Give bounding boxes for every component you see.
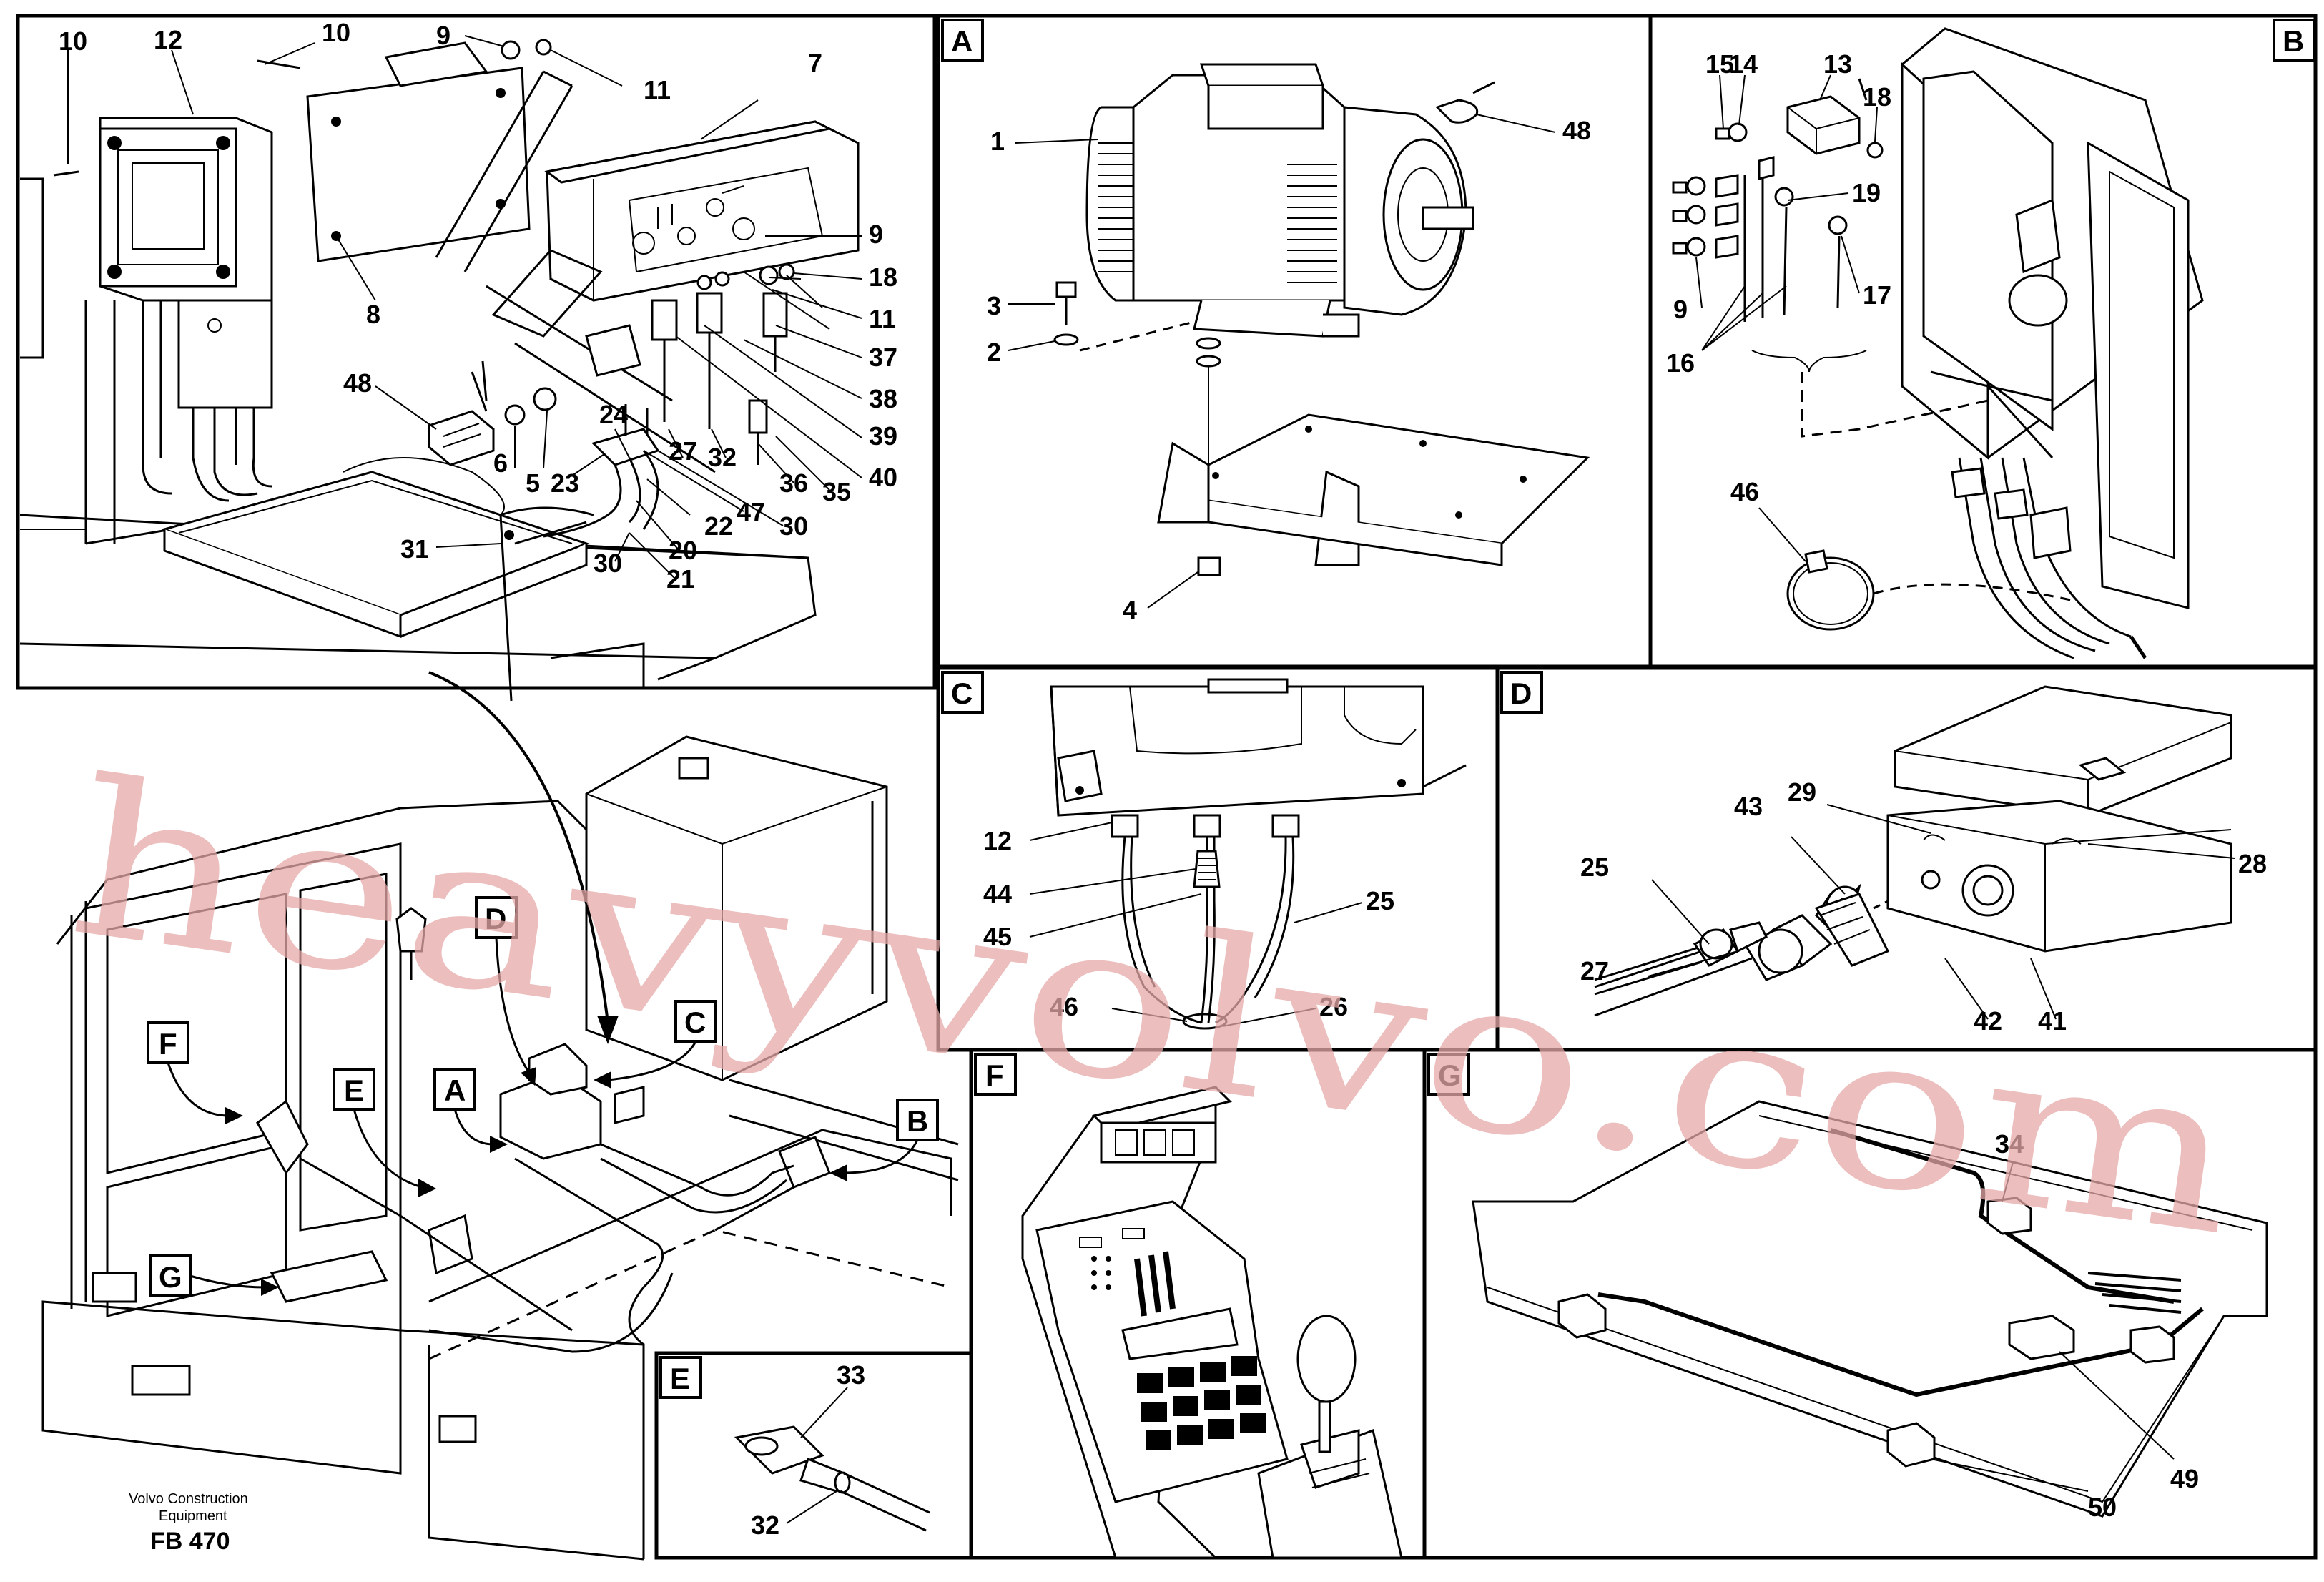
callout-13: 13 — [1823, 49, 1852, 79]
callout-28: 28 — [2238, 849, 2267, 878]
callout-1: 1 — [990, 127, 1005, 156]
callout-39: 39 — [869, 421, 897, 451]
callout-9a: 9 — [436, 21, 450, 50]
overview-label-b: B — [907, 1104, 928, 1138]
callout-30a: 30 — [779, 511, 808, 541]
callout-25-d: 25 — [1580, 853, 1609, 882]
callout-18-b: 18 — [1863, 82, 1891, 112]
panel-d-junction-box: D 43 29 25 28 27 — [1500, 671, 2267, 1036]
overview-label-a: A — [444, 1074, 466, 1107]
callout-27-main: 27 — [669, 436, 697, 466]
callout-18-main: 18 — [869, 262, 897, 292]
panel-c-cable-glands: C 12 44 25 45 46 — [941, 671, 1467, 1030]
callout-24: 24 — [599, 400, 628, 429]
callout-10b: 10 — [322, 18, 350, 47]
figure-code: FB 470 — [150, 1528, 230, 1555]
callout-46-c: 46 — [1050, 992, 1078, 1021]
main-exploded-view — [19, 39, 860, 702]
callout-9-b: 9 — [1673, 295, 1688, 324]
callout-32-e: 32 — [751, 1510, 779, 1540]
callout-32-main: 32 — [708, 443, 737, 472]
callout-26: 26 — [1319, 992, 1348, 1021]
cabin-overview: F E A D C B G Volvo Construction Equipme… — [41, 671, 959, 1561]
callout-16: 16 — [1666, 348, 1695, 378]
callout-33: 33 — [837, 1360, 865, 1390]
maker-line-2: Equipment — [159, 1508, 227, 1524]
callout-2: 2 — [987, 338, 1001, 367]
panel-f-control-console: F — [974, 1053, 1403, 1559]
maker-line-1: Volvo Construction — [129, 1491, 248, 1507]
panel-frames — [16, 14, 2318, 1560]
callout-49: 49 — [2170, 1464, 2199, 1493]
callout-20: 20 — [669, 536, 697, 565]
callout-11a: 11 — [644, 75, 671, 104]
callout-5: 5 — [526, 468, 540, 498]
callout-9b: 9 — [869, 220, 883, 249]
overview-label-c: C — [684, 1006, 706, 1039]
callout-19: 19 — [1852, 178, 1881, 207]
panel-c-label: C — [951, 677, 973, 710]
callout-22: 22 — [704, 511, 733, 541]
panel-d-label: D — [1510, 677, 1532, 710]
callout-41: 41 — [2038, 1006, 2067, 1036]
callout-23: 23 — [551, 468, 579, 498]
panel-e-label: E — [670, 1362, 690, 1395]
callout-38: 38 — [869, 384, 897, 413]
main-callouts: 10 12 10 9 11 7 9 18 11 37 38 39 40 35 3… — [59, 18, 897, 594]
main-leaders — [67, 35, 862, 580]
callout-8: 8 — [366, 300, 380, 329]
callout-42: 42 — [1974, 1006, 2002, 1036]
callout-30b: 30 — [594, 549, 622, 578]
panel-g-floor-harness: G 34 49 50 — [1427, 1053, 2268, 1522]
panel-b-cabinet: B — [1666, 19, 2315, 659]
callout-11b: 11 — [869, 304, 896, 333]
overview-label-e: E — [344, 1074, 364, 1107]
panel-f-label: F — [985, 1058, 1004, 1092]
callout-6: 6 — [493, 448, 508, 478]
panel-g-label: G — [1438, 1058, 1462, 1092]
callout-44: 44 — [983, 879, 1012, 908]
callout-29: 29 — [1788, 777, 1816, 807]
callout-3: 3 — [987, 291, 1001, 320]
callout-4: 4 — [1123, 595, 1137, 624]
callout-35: 35 — [822, 477, 851, 506]
panel-a-label: A — [951, 24, 973, 58]
callout-21: 21 — [666, 564, 695, 594]
callout-12-main: 12 — [154, 25, 182, 54]
callout-43: 43 — [1734, 792, 1763, 821]
callout-25-c: 25 — [1366, 886, 1394, 915]
callout-12-c: 12 — [983, 826, 1012, 855]
overview-label-g: G — [159, 1260, 182, 1294]
callout-47: 47 — [737, 497, 765, 526]
overview-label-f: F — [159, 1027, 177, 1061]
callout-34: 34 — [1995, 1129, 2024, 1159]
callout-40: 40 — [869, 463, 897, 492]
callout-36: 36 — [779, 468, 808, 498]
callout-17: 17 — [1863, 280, 1891, 310]
panel-e-cable-lug: E 33 32 — [659, 1356, 930, 1540]
callout-46-b: 46 — [1730, 477, 1759, 506]
callout-31: 31 — [400, 534, 429, 564]
callout-37: 37 — [869, 343, 897, 372]
callout-45: 45 — [983, 922, 1012, 951]
callout-27-d: 27 — [1580, 956, 1609, 986]
panel-a-generator: A — [941, 19, 1591, 624]
callout-10a: 10 — [59, 26, 87, 56]
callout-7: 7 — [808, 48, 822, 77]
callout-48-a: 48 — [1562, 116, 1591, 145]
overview-label-d: D — [485, 902, 506, 935]
panel-b-label: B — [2283, 24, 2304, 58]
callout-48-main: 48 — [343, 368, 372, 398]
callout-14: 14 — [1729, 49, 1758, 79]
callout-15: 15 — [1705, 49, 1734, 79]
callout-50: 50 — [2088, 1493, 2117, 1522]
